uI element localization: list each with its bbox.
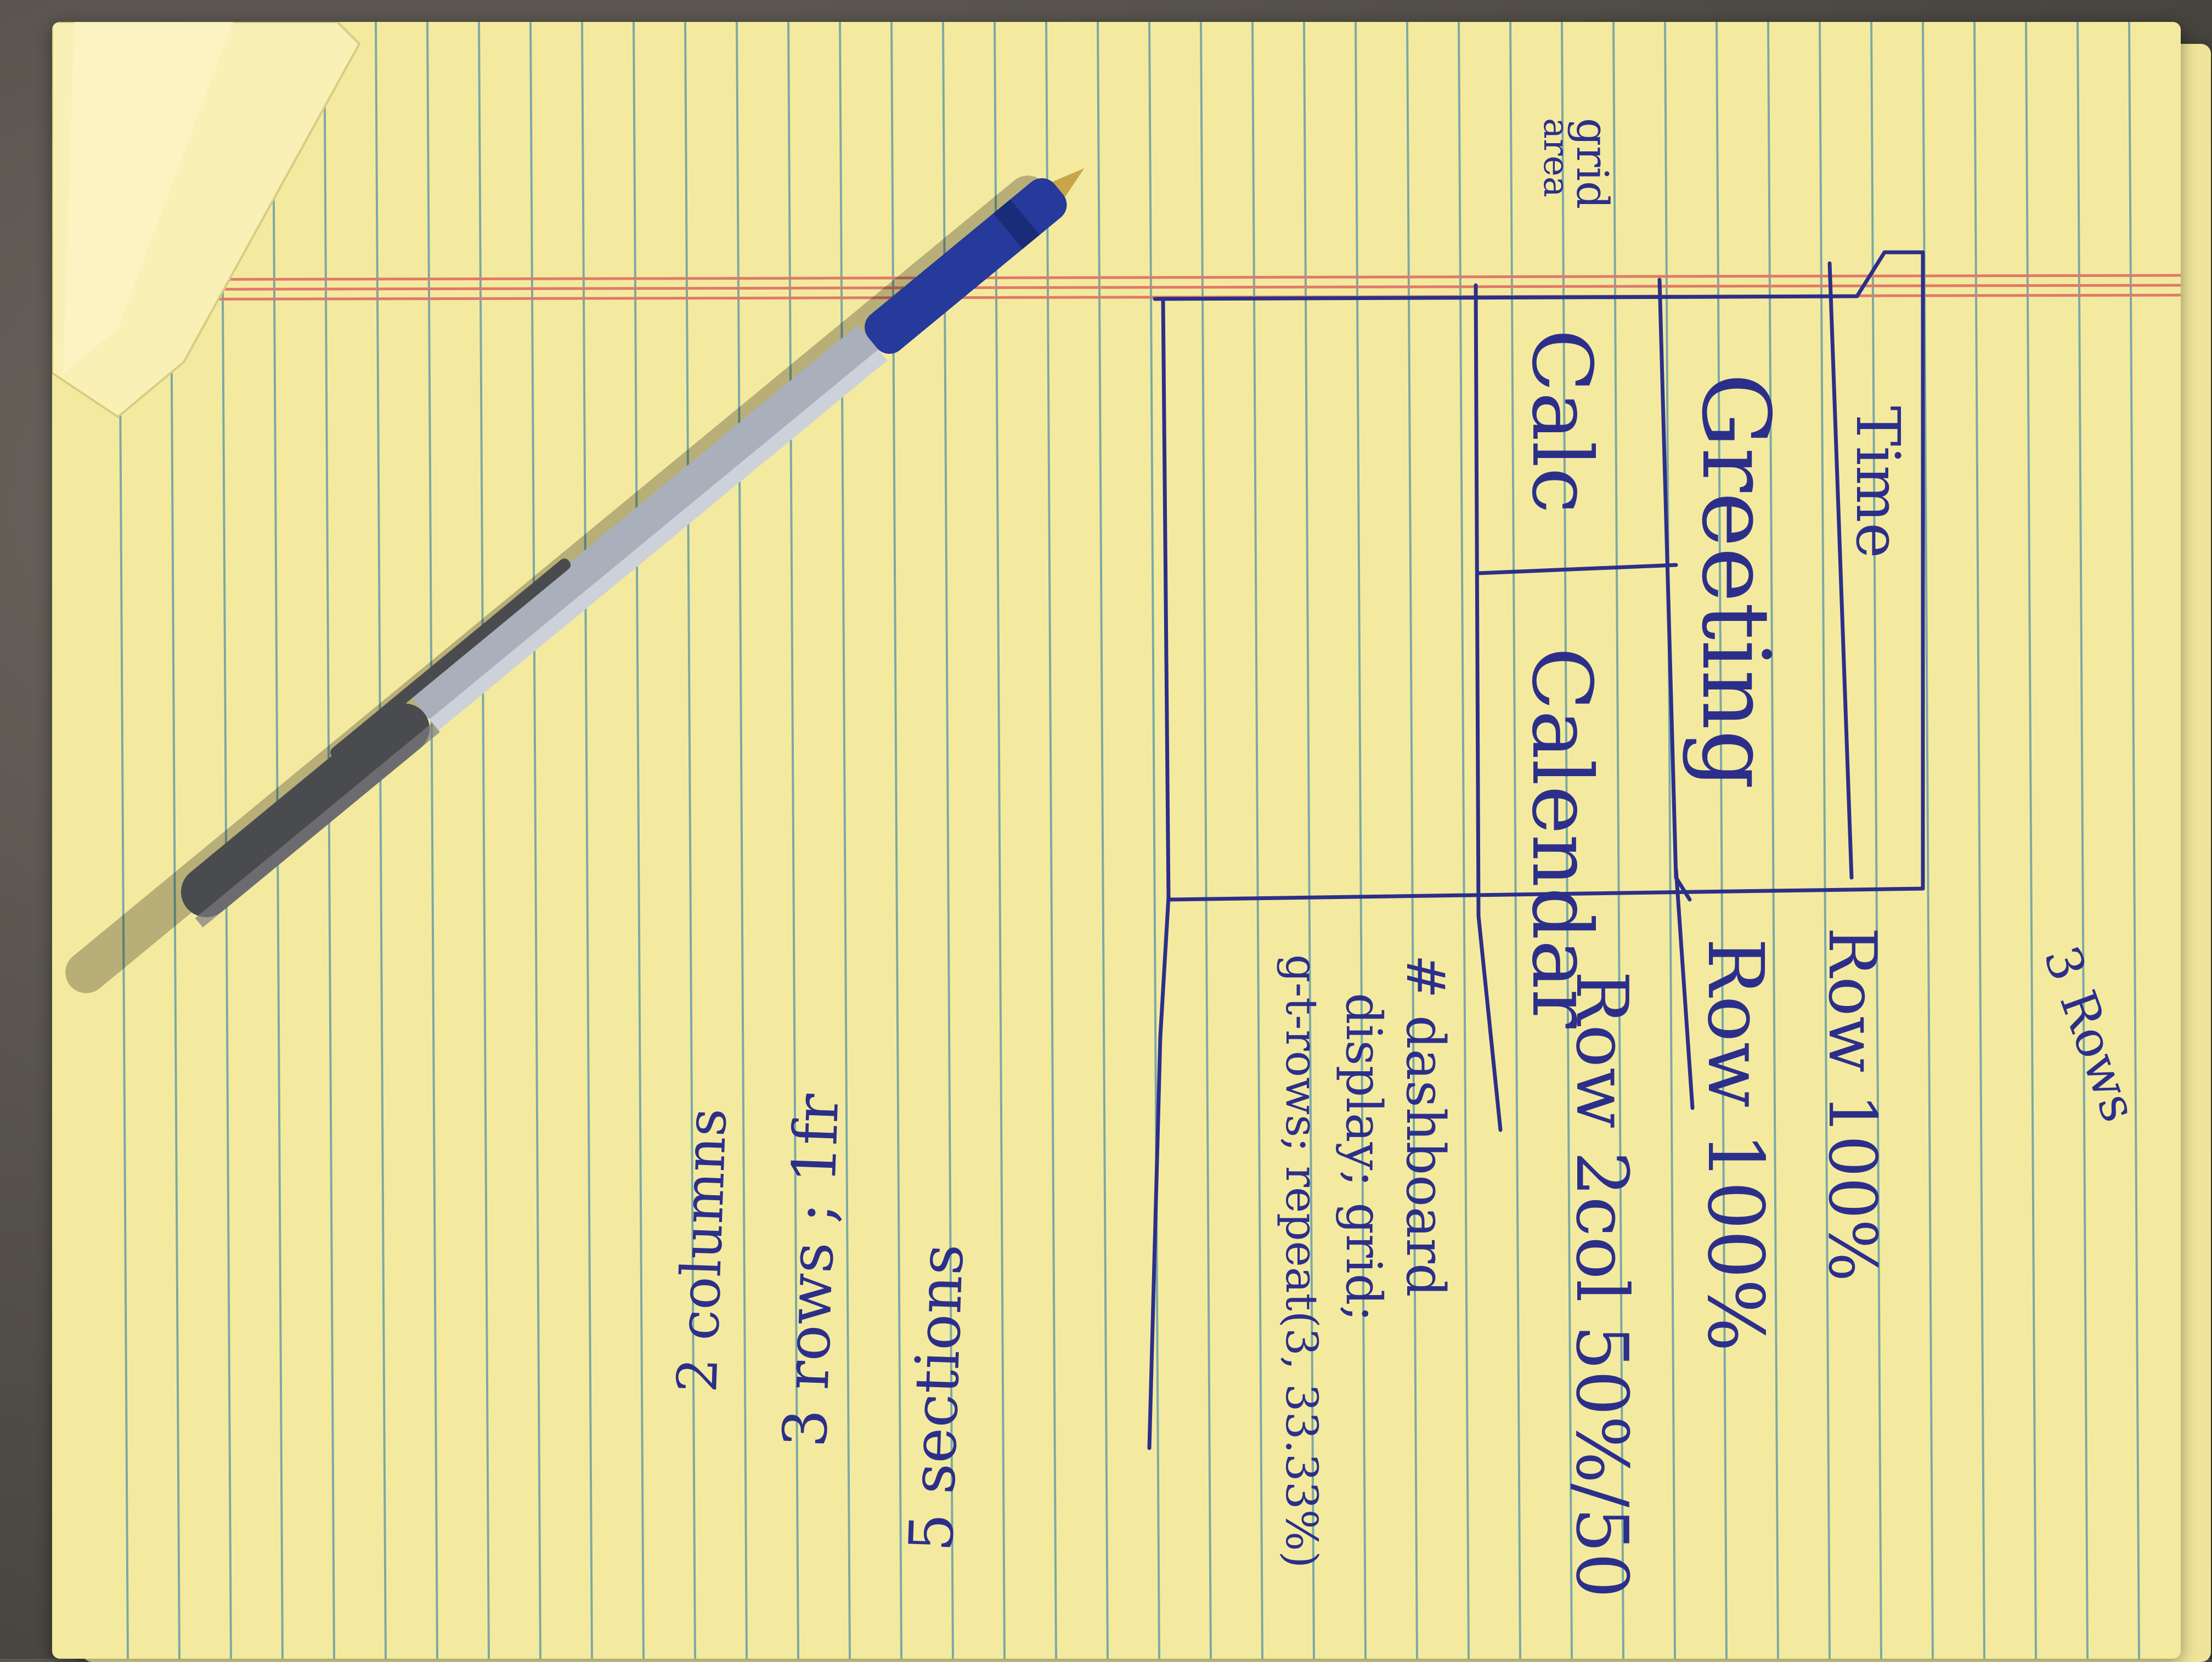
pen-clip — [330, 558, 571, 759]
ruled-line — [787, 22, 799, 1659]
ruled-line — [1664, 22, 1676, 1659]
ruled-line — [1045, 22, 1057, 1659]
handwritten-notes: grid area Time Greeting Calc Calendar Ro… — [665, 118, 2148, 1598]
ruled-line — [1148, 22, 1160, 1659]
ruled-line — [581, 22, 593, 1659]
ruled-line — [375, 22, 387, 1659]
ruled-line — [1200, 22, 1212, 1659]
pen-tip — [1052, 168, 1085, 197]
yellow-legal-pad: grid area Time Greeting Calc Calendar Ro… — [52, 22, 2181, 1659]
ruled-line — [529, 22, 541, 1659]
ruled-line — [1509, 22, 1521, 1659]
pen-cap — [180, 703, 430, 918]
ruled-line — [1251, 22, 1263, 1659]
cell-label-time: Time — [1843, 406, 1913, 558]
ruled-line — [684, 22, 696, 1659]
ruled-line — [220, 22, 232, 1659]
ruled-line — [839, 22, 851, 1659]
wireframe-sketch — [1147, 250, 1925, 1450]
ruled-line — [1303, 22, 1315, 1659]
css-note-line1: # dashboard — [1395, 954, 1456, 1297]
ruled-line — [1458, 22, 1470, 1659]
cell-label-calendar: Calendar — [1514, 647, 1609, 1028]
ruled-line — [1406, 22, 1418, 1659]
css-note-line3: g-t-rows; repeat(3, 33.33%) — [1276, 954, 1327, 1568]
pen-grip-blue — [865, 178, 1067, 354]
bottom-note-line3: 2 columns — [665, 1107, 739, 1394]
ruled-line — [736, 22, 748, 1659]
row-note-1: Row 100% — [1814, 927, 1890, 1282]
ruled-line — [1355, 22, 1367, 1659]
cell-label-greeting: Greeting — [1681, 373, 1790, 789]
ruled-line — [994, 22, 1006, 1659]
cell-label-calc: Calc — [1514, 329, 1609, 513]
ruled-line — [890, 22, 902, 1659]
margin-note-grid: grid — [1567, 118, 1618, 209]
bottom-note-line2: 3 rows ; 1fr — [770, 1093, 852, 1449]
row-note-2: Row 100% — [1690, 938, 1780, 1352]
ruled-line — [1097, 22, 1109, 1659]
css-note-line2: display; grid; — [1335, 993, 1392, 1322]
ruled-line — [478, 22, 490, 1659]
ruled-line — [1561, 22, 1573, 1659]
ruled-line — [1612, 22, 1624, 1659]
pen-barrel — [409, 325, 888, 731]
ruled-line — [323, 22, 335, 1659]
bottom-note-line1: 5 sections — [896, 1243, 977, 1553]
margin-note-area: area — [1536, 118, 1576, 197]
ruled-line — [633, 22, 645, 1659]
row-note-3: Row 2col 50%/50 — [1560, 971, 1644, 1598]
ruled-line — [426, 22, 438, 1659]
